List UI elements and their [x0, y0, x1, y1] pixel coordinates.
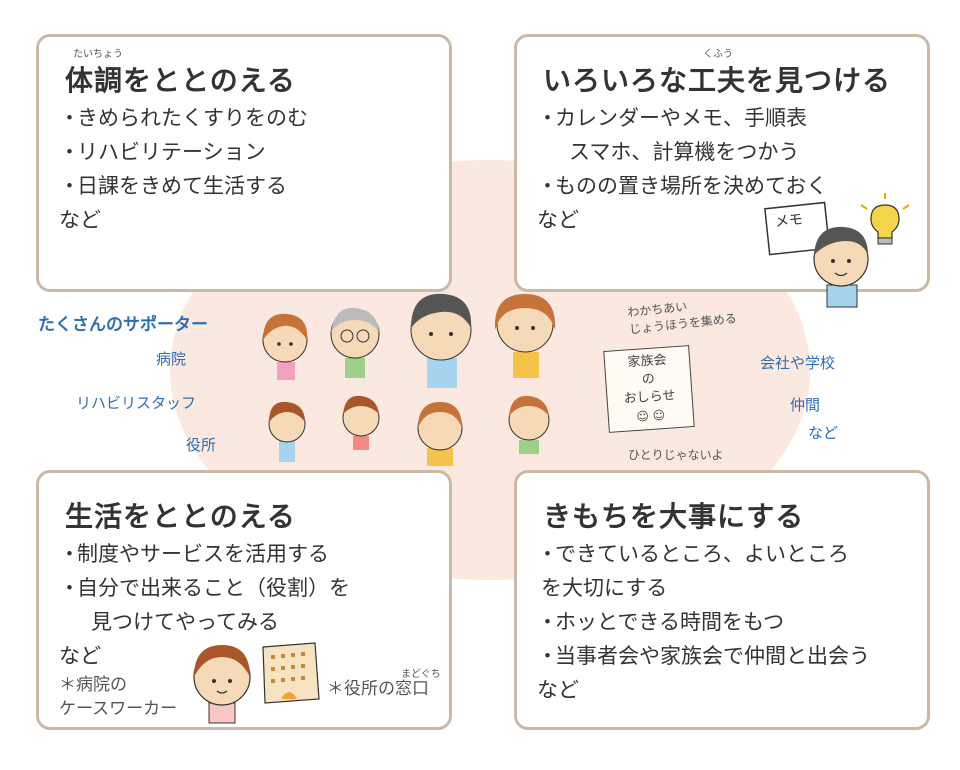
note-ruby: まどぐち [401, 669, 441, 680]
supporter-label: リハビリスタッフ [76, 394, 197, 412]
list-item: ・日課をきめて生活する [59, 174, 287, 198]
supporter-label: 役所 [186, 436, 217, 454]
list-item: ・制度やサービスを活用する [59, 542, 329, 566]
card-title: いろいろな工夫を見つける [543, 64, 892, 97]
face-icon [342, 395, 380, 450]
supporter-label: 病院 [156, 350, 187, 368]
etc-text: など [59, 208, 101, 232]
lightbulb-icon [870, 204, 900, 239]
building-icon [262, 642, 320, 704]
window-note: ＊役所の窓口 [327, 679, 429, 699]
list-item: スマホ、計算機をつかう [569, 140, 800, 164]
list-item: ・ホッとできる時間をもつ [537, 610, 785, 634]
etc-text: など [59, 644, 101, 668]
supporter-faces-illustration [262, 293, 556, 466]
face-icon [262, 313, 308, 380]
face-icon [410, 293, 472, 388]
face-icon [268, 401, 306, 462]
face-icon [417, 402, 463, 466]
caseworker-building-illustration [193, 642, 320, 724]
list-item: ・カレンダーやメモ、手順表 [537, 106, 807, 130]
card-title: 体調をととのえる [65, 64, 296, 97]
caseworker-note: ＊病院の ケースワーカー [59, 675, 178, 719]
title-ruby: くふう [703, 49, 733, 60]
card-daily-life: 生活をととのえる ・制度やサービスを活用する ・自分で出来ること（役割）を 見つ… [36, 470, 452, 730]
face-icon [508, 395, 550, 454]
card-title: きもちを大事にする [543, 500, 805, 533]
list-item: ・きめられたくすりをのむ [59, 106, 308, 130]
memo-person-illustration [764, 193, 910, 308]
card-find-ideas: くふう いろいろな工夫を見つける ・カレンダーやメモ、手順表 スマホ、計算機をつ… [514, 34, 930, 308]
memo-icon [764, 201, 831, 256]
family-association-notice: 家族会 の おしらせ ☺ ☺ [603, 345, 695, 433]
supporter-label: 会社や学校 [760, 354, 836, 372]
face-icon [494, 294, 556, 378]
supporters-heading: たくさんのサポーター [38, 315, 208, 335]
list-item: を大切にする [541, 576, 668, 600]
item-list: ・制度やサービスを活用する ・自分で出来ること（役割）を 見つけてやってみる な… [59, 537, 350, 673]
item-list: ・きめられたくすりをのむ ・リハビリテーション ・日課をきめて生活する など [59, 101, 308, 237]
card-feelings: きもちを大事にする ・できているところ、よいところ を大切にする ・ホッとできる… [514, 470, 930, 730]
list-item: ・ものの置き場所を決めておく [537, 174, 828, 198]
supporter-label: など [808, 424, 839, 442]
card-physical-condition: たいちょう 体調をととのえる ・きめられたくすりをのむ ・リハビリテーション ・… [36, 34, 452, 292]
supporter-label: 仲間 [790, 396, 821, 414]
etc-text: など [537, 678, 579, 702]
face-icon [330, 307, 380, 378]
handwritten-note: ひとりじゃないよ [628, 448, 724, 462]
item-list: ・できているところ、よいところ を大切にする ・ホッとできる時間をもつ ・当事者… [537, 537, 870, 707]
list-item: ・できているところ、よいところ [537, 542, 849, 566]
memo-label: メモ [774, 211, 804, 231]
list-item: ・リハビリテーション [59, 140, 266, 164]
item-list: ・カレンダーやメモ、手順表 スマホ、計算機をつかう ・ものの置き場所を決めておく… [537, 101, 827, 237]
list-item: 見つけてやってみる [91, 610, 279, 634]
etc-text: など [537, 208, 579, 232]
list-item: ・当事者会や家族会で仲間と出会う [537, 644, 870, 668]
card-title: 生活をととのえる [65, 500, 296, 533]
list-item: ・自分で出来ること（役割）を [59, 576, 350, 600]
title-ruby: たいちょう [73, 49, 123, 60]
